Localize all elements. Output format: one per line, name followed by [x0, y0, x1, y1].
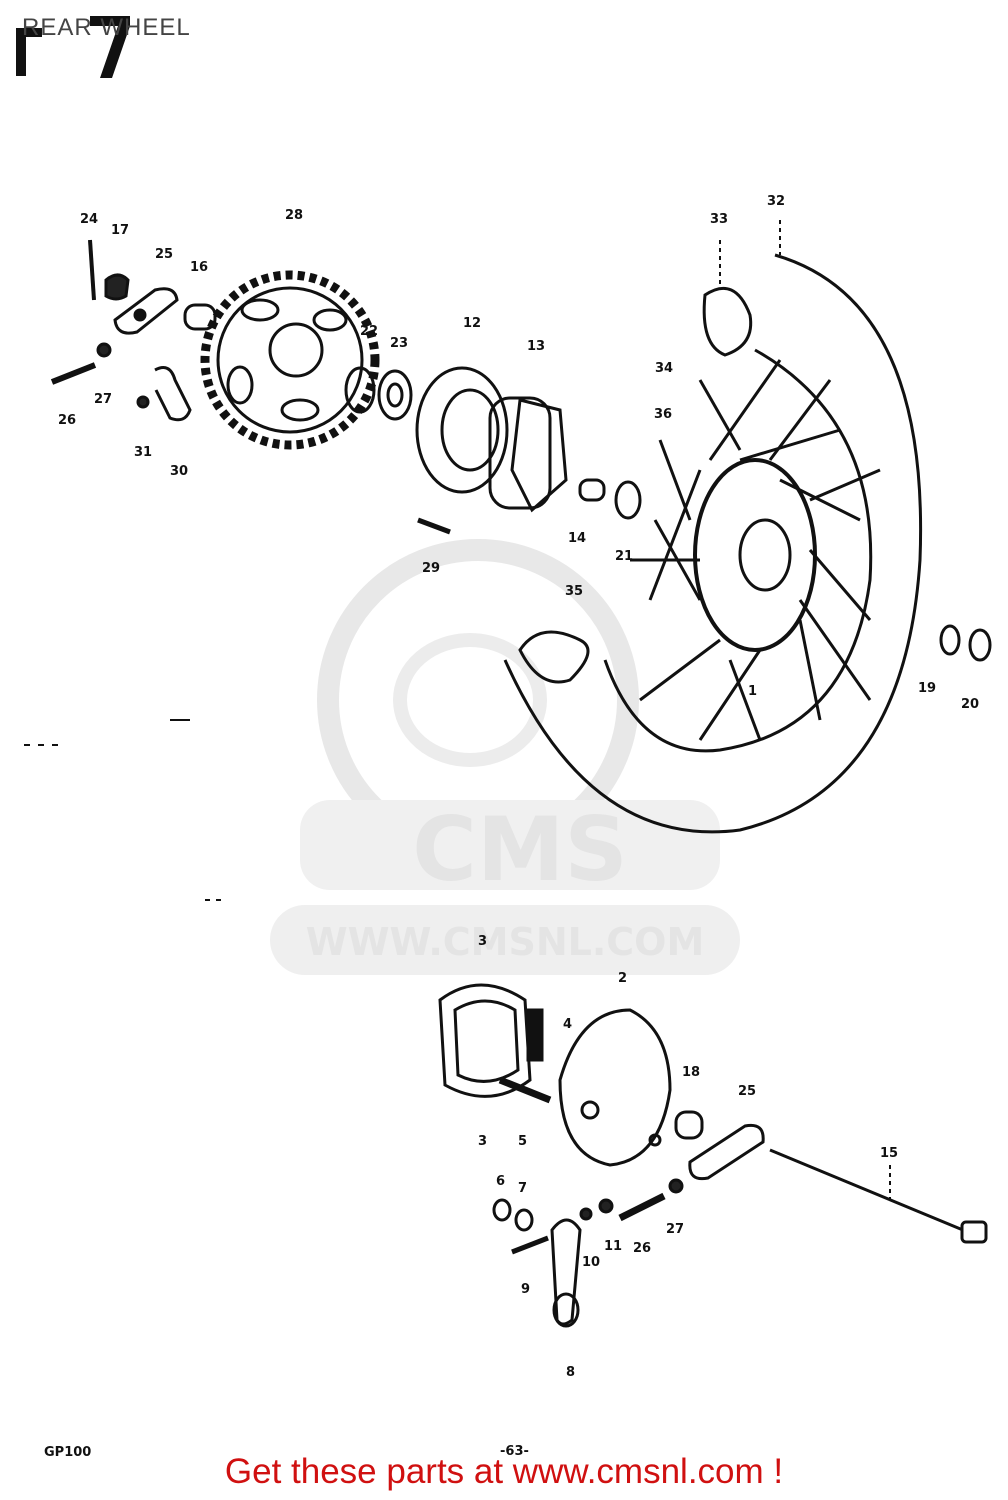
nut-10: [579, 1207, 593, 1221]
axle-assembly: [618, 1110, 988, 1244]
part-label: 9: [521, 1282, 530, 1297]
hub-drum-12: [415, 366, 552, 510]
part-label: 10: [582, 1255, 600, 1270]
part-label: 12: [463, 316, 481, 331]
left-hardware: [50, 239, 217, 422]
part-label: 7: [518, 1181, 527, 1196]
section-mark: [12, 8, 132, 83]
watermark-brand: CMS: [412, 798, 628, 901]
cam-5: [498, 1076, 552, 1104]
nut-17: [104, 273, 130, 301]
part-label: 20: [961, 697, 979, 712]
washer-27b: [668, 1178, 684, 1194]
part-label: 21: [615, 549, 633, 564]
bolt-26b: [618, 1192, 666, 1222]
collar-18: [674, 1110, 704, 1140]
part-label: 23: [390, 336, 408, 351]
clip-30: [154, 366, 192, 422]
part-label: 3: [478, 934, 487, 949]
leader-lines: [24, 220, 891, 1200]
washer-11: [598, 1198, 614, 1214]
part-labels: 1 2 3 3 4 5 6 7 8 9 10 11 12 13 14 15 16…: [58, 194, 979, 1380]
part-label: 19: [918, 681, 936, 696]
part-label: 33: [710, 212, 728, 227]
part-label: 13: [527, 339, 545, 354]
page-number: -63-: [500, 1444, 529, 1459]
part-label: 24: [80, 212, 98, 227]
part-label: 5: [518, 1134, 527, 1149]
part-label: 32: [767, 194, 785, 209]
spring-4: [526, 1008, 544, 1062]
part-label: 8: [566, 1365, 575, 1380]
arm-9: [550, 1218, 582, 1326]
ring-7: [514, 1208, 534, 1232]
page-title: REAR WHEEL: [22, 14, 191, 41]
part-label: 26: [633, 1241, 651, 1256]
tube-35: [518, 630, 590, 684]
part-label: 36: [654, 407, 672, 422]
brake-shoes-3: [438, 983, 552, 1104]
bearing-22: [344, 366, 376, 414]
joint-8: [552, 1292, 580, 1328]
part-label: 4: [563, 1017, 572, 1032]
axle-nut: [939, 624, 992, 662]
part-label: 11: [604, 1239, 622, 1254]
footer-link[interactable]: Get these parts at www.cmsnl.com !: [224, 1452, 784, 1491]
part-label: 6: [496, 1174, 505, 1189]
section-mark-glyph: [16, 16, 130, 78]
part-label: 16: [190, 260, 208, 275]
part-label: 3: [478, 1134, 487, 1149]
bolt-26: [50, 362, 97, 385]
spacer-14: [578, 478, 642, 520]
brake-panel-2: [558, 1008, 672, 1167]
part-label: 30: [170, 464, 188, 479]
part-label: 27: [94, 392, 112, 407]
nut-31: [136, 395, 150, 409]
adjuster-25b: [688, 1123, 765, 1181]
axle-15: [769, 1148, 976, 1237]
rim-band-33: [702, 286, 753, 357]
part-label: 26: [58, 413, 76, 428]
part-label: 1: [748, 684, 757, 699]
watermark-logo: CMS WWW.CMSNL.COM: [270, 539, 740, 975]
collar-16: [183, 303, 217, 331]
part-label: 28: [285, 208, 303, 223]
part-label: 15: [880, 1146, 898, 1161]
part-label: 31: [134, 445, 152, 460]
part-label: 27: [666, 1222, 684, 1237]
damper-13: [510, 398, 568, 513]
spokes: [630, 359, 881, 741]
brake-arm: [492, 1198, 614, 1328]
part-label: 18: [682, 1065, 700, 1080]
part-label: 14: [568, 531, 586, 546]
watermark-url: WWW.CMSNL.COM: [306, 920, 705, 964]
bolt-29: [417, 517, 451, 535]
part-label: 25: [738, 1084, 756, 1099]
part-label: 17: [111, 223, 129, 238]
sprocket-28: [200, 270, 380, 450]
adjuster-25: [113, 287, 179, 335]
washer-27: [96, 342, 112, 358]
part-label: 2: [618, 971, 627, 986]
bearing-23: [377, 369, 413, 421]
part-label: 34: [655, 361, 673, 376]
part-label: 22: [360, 324, 378, 339]
model-code: GP100: [44, 1445, 92, 1460]
pin-24: [88, 239, 96, 301]
rear-wheel: [503, 253, 923, 834]
part-label: 25: [155, 247, 173, 262]
bearings: [344, 366, 413, 421]
part-label: 35: [565, 584, 583, 599]
tire-32: [503, 253, 923, 834]
part-label: 29: [422, 561, 440, 576]
washer-6: [492, 1198, 512, 1222]
